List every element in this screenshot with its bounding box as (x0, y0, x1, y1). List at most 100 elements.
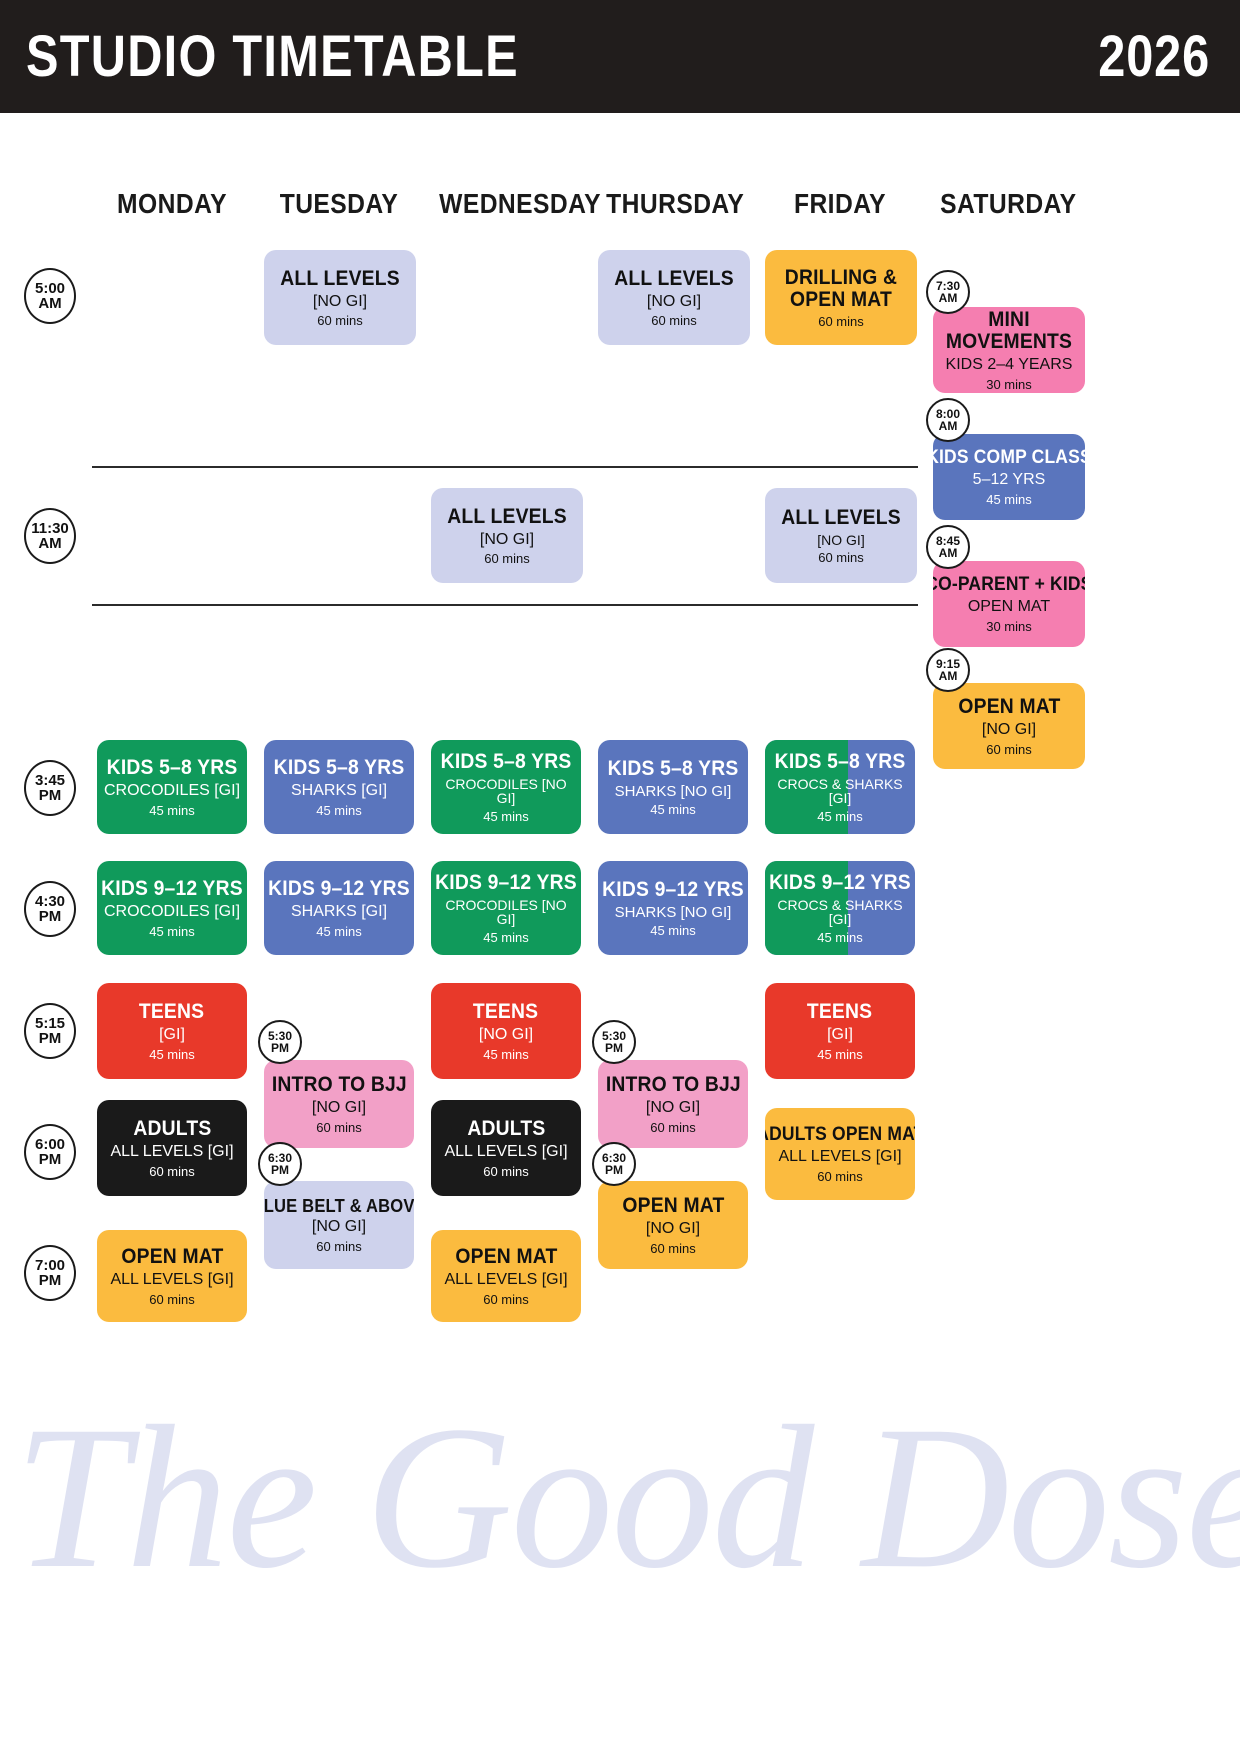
class-card-tue-0630pm[interactable]: BLUE BELT & ABOVE [NO GI] 60 mins (264, 1181, 414, 1269)
class-subtitle: [NO GI] (817, 531, 865, 548)
class-duration: 30 mins (986, 618, 1032, 634)
class-card-fri-0430pm[interactable]: KIDS 9–12 YRS CROCS & SHARKS [GI] 45 min… (765, 861, 915, 955)
class-duration: 45 mins (316, 802, 362, 818)
time-bubble-0630pm-tue: 6:30 PM (258, 1142, 302, 1186)
split-color-green (765, 861, 848, 955)
class-subtitle: [GI] (827, 1026, 853, 1044)
day-header-wednesday: WEDNESDAY (439, 188, 601, 219)
class-duration: 45 mins (483, 930, 529, 946)
page-title: STUDIO TIMETABLE (26, 23, 519, 89)
class-card-wed-0600pm[interactable]: ADULTS ALL LEVELS [GI] 60 mins (431, 1100, 581, 1196)
class-duration: 60 mins (316, 1239, 362, 1255)
class-duration: 60 mins (818, 550, 864, 566)
class-duration: 60 mins (483, 1291, 529, 1307)
class-card-thu-0630pm[interactable]: OPEN MAT [NO GI] 60 mins (598, 1181, 748, 1269)
class-card-mon-0600pm[interactable]: ADULTS ALL LEVELS [GI] 60 mins (97, 1100, 247, 1196)
time-value: 8:00 (935, 406, 961, 421)
time-bubble-0730am: 7:30 AM (926, 270, 970, 314)
class-card-wed-1130am[interactable]: ALL LEVELS [NO GI] 60 mins (431, 488, 583, 583)
class-card-tue-0430pm[interactable]: KIDS 9–12 YRS SHARKS [GI] 45 mins (264, 861, 414, 955)
class-subtitle: ALL LEVELS [GI] (778, 1147, 902, 1165)
class-card-fri-0515pm[interactable]: TEENS [GI] 45 mins (765, 983, 915, 1079)
class-subtitle: CROCODILES [GI] (103, 782, 241, 800)
class-card-tue-0500am[interactable]: ALL LEVELS [NO GI] 60 mins (264, 250, 416, 345)
class-subtitle: KIDS 2–4 YEARS (945, 355, 1073, 373)
time-period: PM (38, 787, 62, 804)
class-card-thu-0500am[interactable]: ALL LEVELS [NO GI] 60 mins (598, 250, 750, 345)
time-value: 5:00 (34, 279, 66, 297)
time-period: PM (38, 1151, 62, 1168)
class-card-tue-0530pm[interactable]: INTRO TO BJJ [NO GI] 60 mins (264, 1060, 414, 1148)
class-subtitle: [NO GI] (645, 1099, 701, 1117)
time-period: AM (938, 291, 958, 305)
class-duration: 60 mins (651, 313, 697, 329)
class-title: KIDS COMP CLASS (933, 447, 1085, 469)
time-period: PM (38, 1030, 62, 1047)
class-title: OPEN MAT (120, 1245, 224, 1269)
class-title: KIDS 5–8 YRS (273, 756, 405, 780)
class-card-tue-0345pm[interactable]: KIDS 5–8 YRS SHARKS [GI] 45 mins (264, 740, 414, 834)
class-subtitle: SHARKS [NO GI] (614, 782, 732, 800)
class-title: TEENS (473, 1000, 539, 1024)
class-card-thu-0530pm[interactable]: INTRO TO BJJ [NO GI] 60 mins (598, 1060, 748, 1148)
class-card-thu-0345pm[interactable]: KIDS 5–8 YRS SHARKS [NO GI] 45 mins (598, 740, 748, 834)
class-card-sat-0845am[interactable]: CO-PARENT + KIDS OPEN MAT 30 mins (933, 561, 1085, 647)
time-bubble-0600pm: 6:00 PM (24, 1124, 76, 1180)
class-card-wed-0515pm[interactable]: TEENS [NO GI] 45 mins (431, 983, 581, 1079)
class-title: ALL LEVELS (781, 505, 901, 529)
day-header-tuesday: TUESDAY (279, 188, 399, 219)
class-subtitle: SHARKS [GI] (290, 782, 388, 800)
class-title: KIDS 5–8 YRS (440, 749, 572, 773)
class-subtitle: 5–12 YRS (972, 470, 1046, 488)
time-value: 7:00 (34, 1256, 66, 1274)
class-subtitle: CROCS & SHARKS [GI] (777, 775, 903, 807)
class-title: OPEN MAT (957, 695, 1061, 719)
class-card-sat-0730am[interactable]: MINI MOVEMENTS KIDS 2–4 YEARS 30 mins (933, 307, 1085, 393)
class-duration: 45 mins (650, 802, 696, 818)
class-subtitle: OPEN MAT (967, 597, 1051, 615)
class-duration: 45 mins (483, 809, 529, 825)
year-label: 2026 (1098, 23, 1210, 89)
class-card-fri-0600pm[interactable]: ADULTS OPEN MAT ALL LEVELS [GI] 60 mins (765, 1108, 915, 1200)
time-bubble-0915am: 9:15 AM (926, 648, 970, 692)
class-card-fri-0500am[interactable]: DRILLING & OPEN MAT 60 mins (765, 250, 917, 345)
class-card-sat-0800am[interactable]: KIDS COMP CLASS 5–12 YRS 45 mins (933, 434, 1085, 520)
class-duration: 45 mins (650, 923, 696, 939)
class-card-wed-0700pm[interactable]: OPEN MAT ALL LEVELS [GI] 60 mins (431, 1230, 581, 1322)
class-title: ALL LEVELS (280, 266, 400, 290)
class-title: BLUE BELT & ABOVE (264, 1195, 414, 1216)
class-title: MINI MOVEMENTS (945, 308, 1073, 354)
time-value: 7:30 (935, 278, 961, 293)
class-title: KIDS 9–12 YRS (769, 870, 911, 894)
class-duration: 60 mins (650, 1119, 696, 1135)
class-subtitle: ALL LEVELS [GI] (110, 1271, 234, 1289)
class-title: OPEN MAT (621, 1194, 725, 1218)
class-card-wed-0430pm[interactable]: KIDS 9–12 YRS CROCODILES [NO GI] 45 mins (431, 861, 581, 955)
class-subtitle: ALL LEVELS [GI] (444, 1143, 568, 1161)
class-card-mon-0700pm[interactable]: OPEN MAT ALL LEVELS [GI] 60 mins (97, 1230, 247, 1322)
class-card-mon-0515pm[interactable]: TEENS [GI] 45 mins (97, 983, 247, 1079)
time-period: PM (271, 1163, 289, 1177)
class-subtitle: SHARKS [NO GI] (614, 903, 732, 921)
class-card-fri-1130am[interactable]: ALL LEVELS [NO GI] 60 mins (765, 488, 917, 583)
class-duration: 60 mins (484, 551, 530, 567)
day-header-thursday: THURSDAY (606, 188, 745, 219)
split-color-green (765, 740, 848, 834)
time-period: PM (271, 1041, 289, 1055)
class-duration: 60 mins (650, 1240, 696, 1256)
class-card-mon-0345pm[interactable]: KIDS 5–8 YRS CROCODILES [GI] 45 mins (97, 740, 247, 834)
class-title: KIDS 5–8 YRS (607, 756, 739, 780)
time-value: 6:30 (267, 1150, 293, 1165)
class-duration: 60 mins (483, 1163, 529, 1179)
class-card-mon-0430pm[interactable]: KIDS 9–12 YRS CROCODILES [GI] 45 mins (97, 861, 247, 955)
time-bubble-0500am: 5:00 AM (24, 268, 76, 324)
class-subtitle: [NO GI] (981, 721, 1037, 739)
class-card-fri-0345pm[interactable]: KIDS 5–8 YRS CROCS & SHARKS [GI] 45 mins (765, 740, 915, 834)
class-card-wed-0345pm[interactable]: KIDS 5–8 YRS CROCODILES [NO GI] 45 mins (431, 740, 581, 834)
time-period: PM (38, 908, 62, 925)
class-card-thu-0430pm[interactable]: KIDS 9–12 YRS SHARKS [NO GI] 45 mins (598, 861, 748, 955)
class-title: ALL LEVELS (614, 266, 734, 290)
class-title: DRILLING & OPEN MAT (784, 266, 898, 311)
class-title: KIDS 5–8 YRS (106, 756, 238, 780)
class-card-sat-0915am[interactable]: OPEN MAT [NO GI] 60 mins (933, 683, 1085, 769)
